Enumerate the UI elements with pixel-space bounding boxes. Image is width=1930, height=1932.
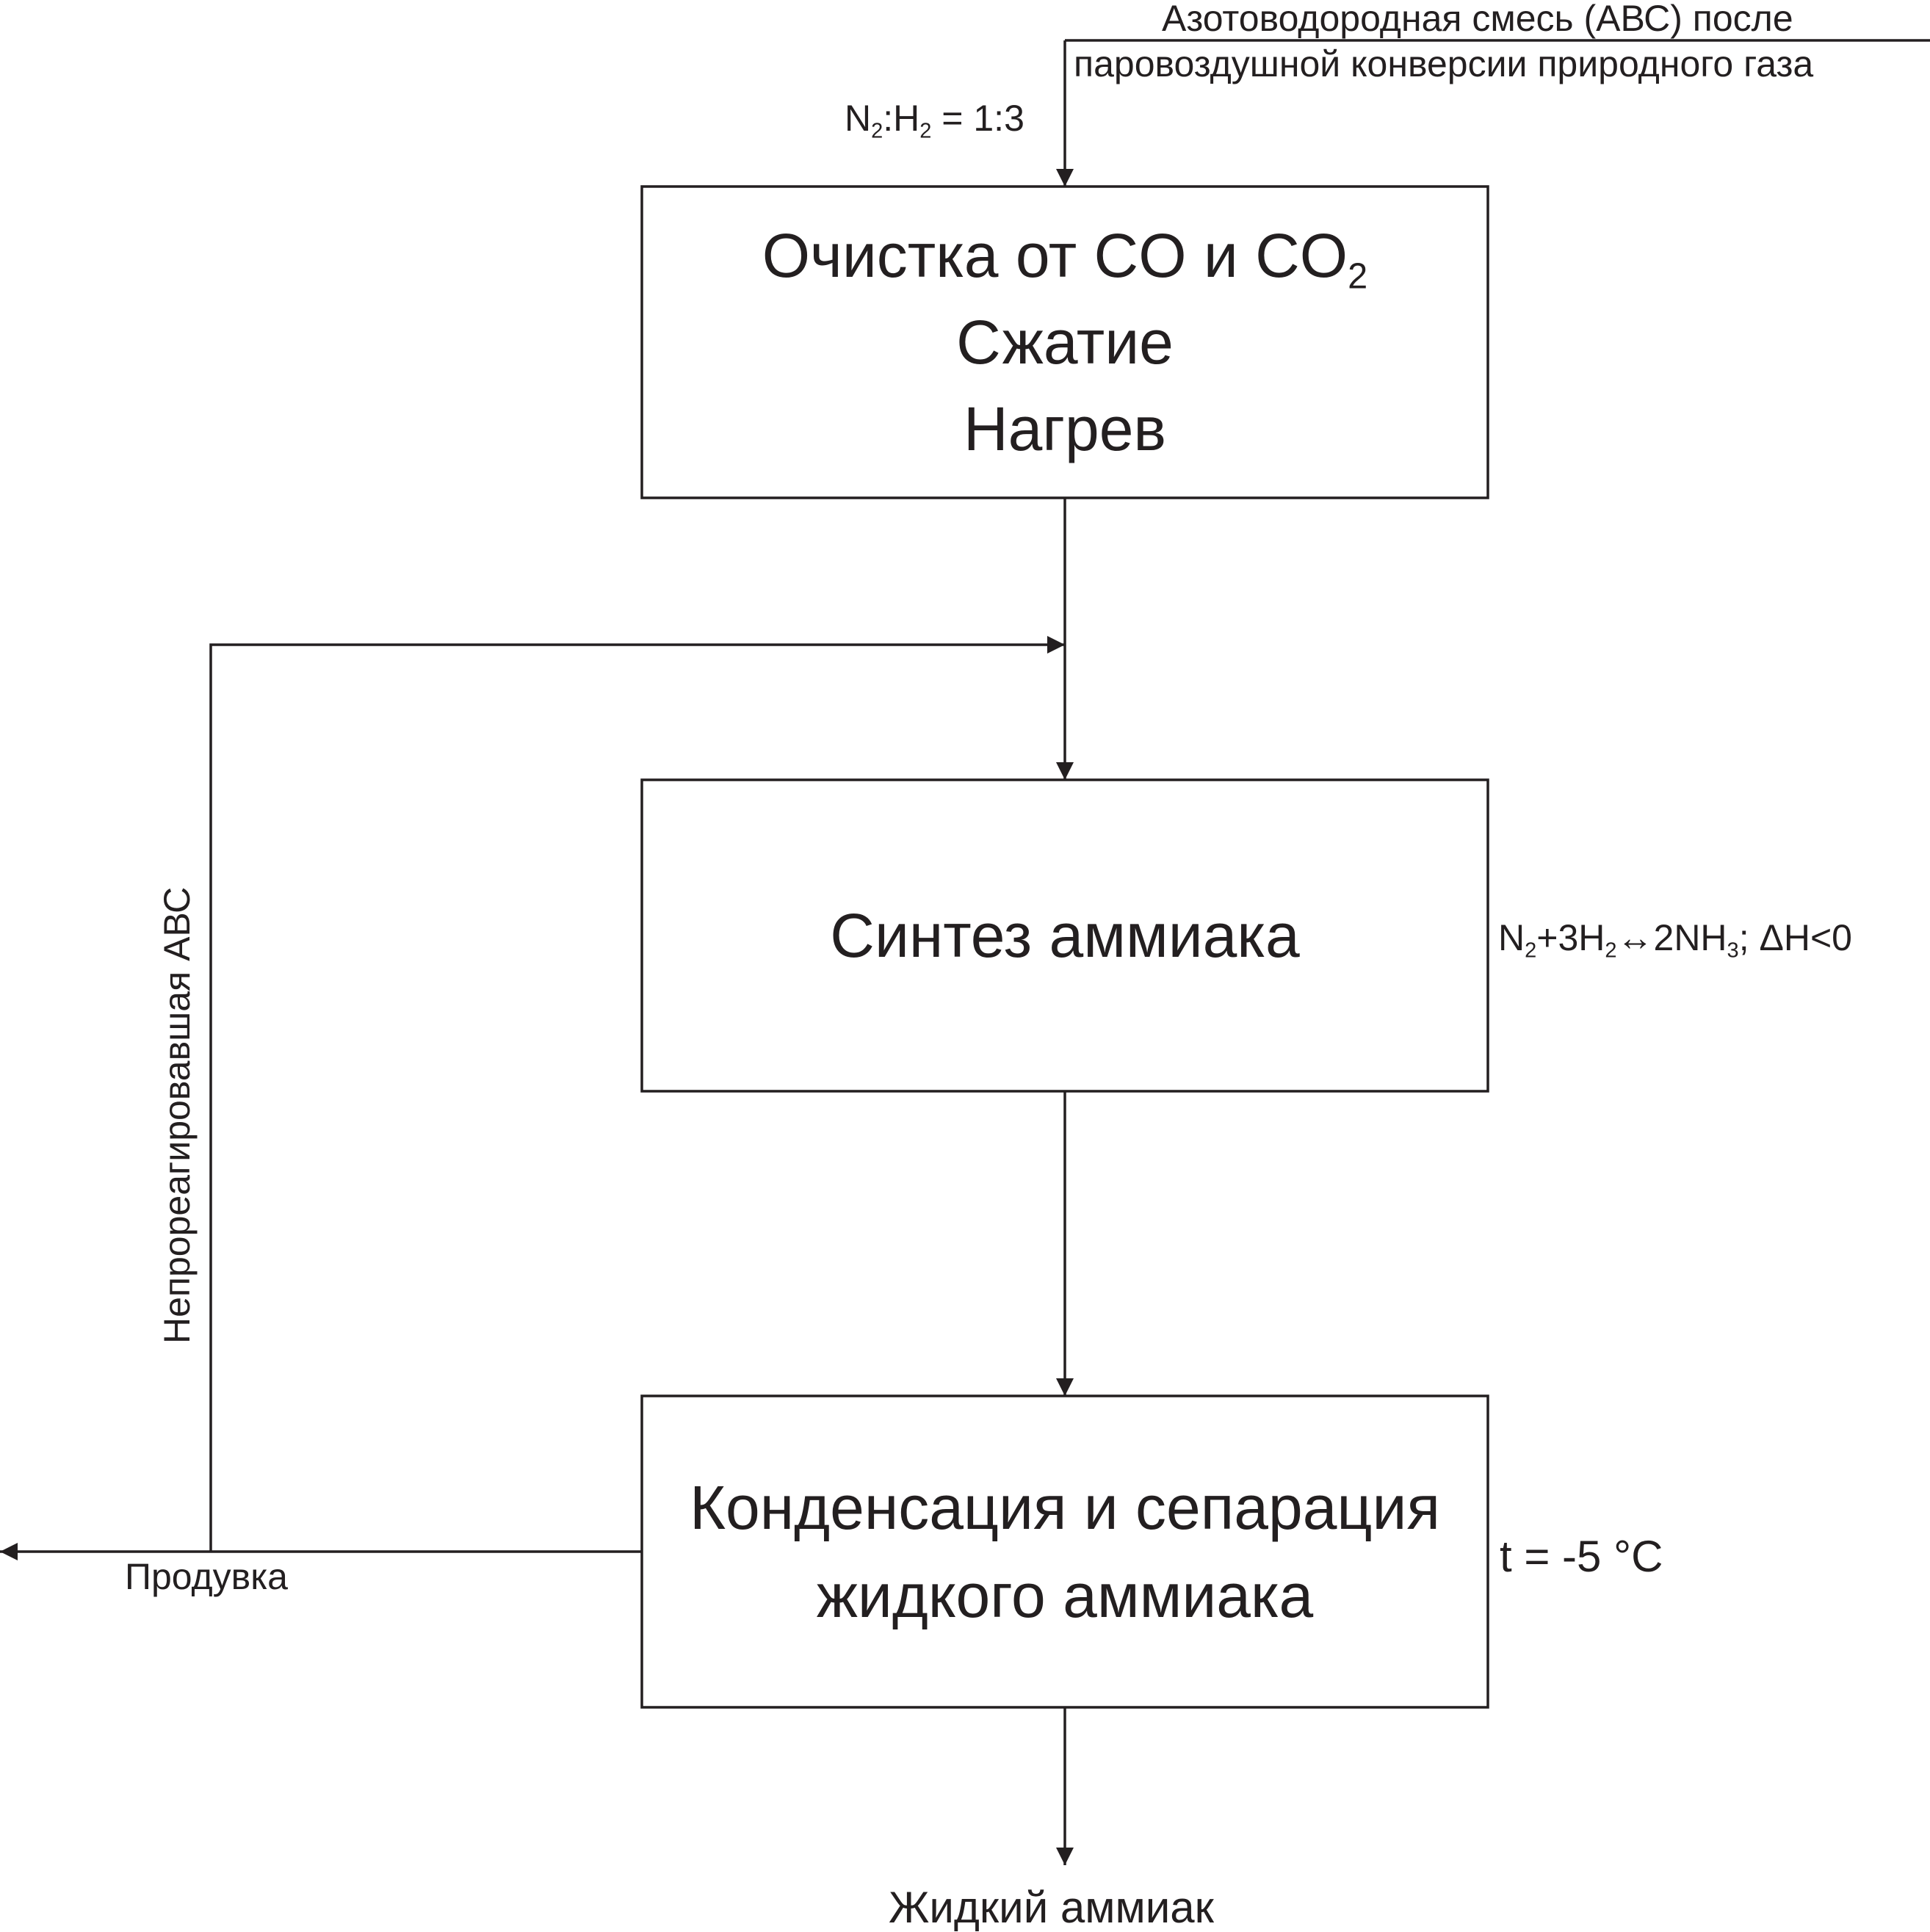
purification-line: Очистка от CO и CO2 (762, 221, 1368, 297)
condensation-line2: жидкого аммиака (816, 1561, 1314, 1630)
product-arrowhead (1056, 1848, 1074, 1865)
recycle-arrowhead (1047, 636, 1065, 654)
ratio-label: N2:H2 = 1:3 (845, 98, 1024, 143)
purge-label: Продувка (125, 1556, 288, 1597)
box-condensation-text: Конденсация и сепарация жидкого аммиака (642, 1396, 1488, 1707)
condensation-line1: Конденсация и сепарация (690, 1473, 1440, 1542)
compression-line: Сжатие (956, 308, 1174, 377)
box-purification-text: Очистка от CO и CO2 Сжатие Нагрев (642, 187, 1488, 498)
feed-arrowhead (1056, 169, 1074, 187)
heating-line: Нагрев (963, 394, 1167, 463)
feed-label-line1: Азотоводородная смесь (АВС) после (1162, 0, 1793, 39)
feed-label-line2: паровоздушной конверсии природного газа (1074, 43, 1814, 84)
temperature-label: t = -5 °C (1500, 1532, 1663, 1581)
product-label: Жидкий аммиак (889, 1883, 1214, 1932)
recycle-label: Непрореагировавшая АВС (156, 886, 198, 1344)
recycle-line (209, 643, 1065, 1552)
synthesis-label: Синтез аммиака (830, 901, 1300, 970)
box3-arrowhead (1056, 1378, 1074, 1396)
box2-arrowhead (1056, 762, 1074, 780)
purge-arrowhead (0, 1543, 18, 1560)
box-synthesis-text: Синтез аммиака (642, 780, 1488, 1091)
reaction-equation: N2+3H2↔2NH3; ΔH<0 (1498, 917, 1852, 963)
